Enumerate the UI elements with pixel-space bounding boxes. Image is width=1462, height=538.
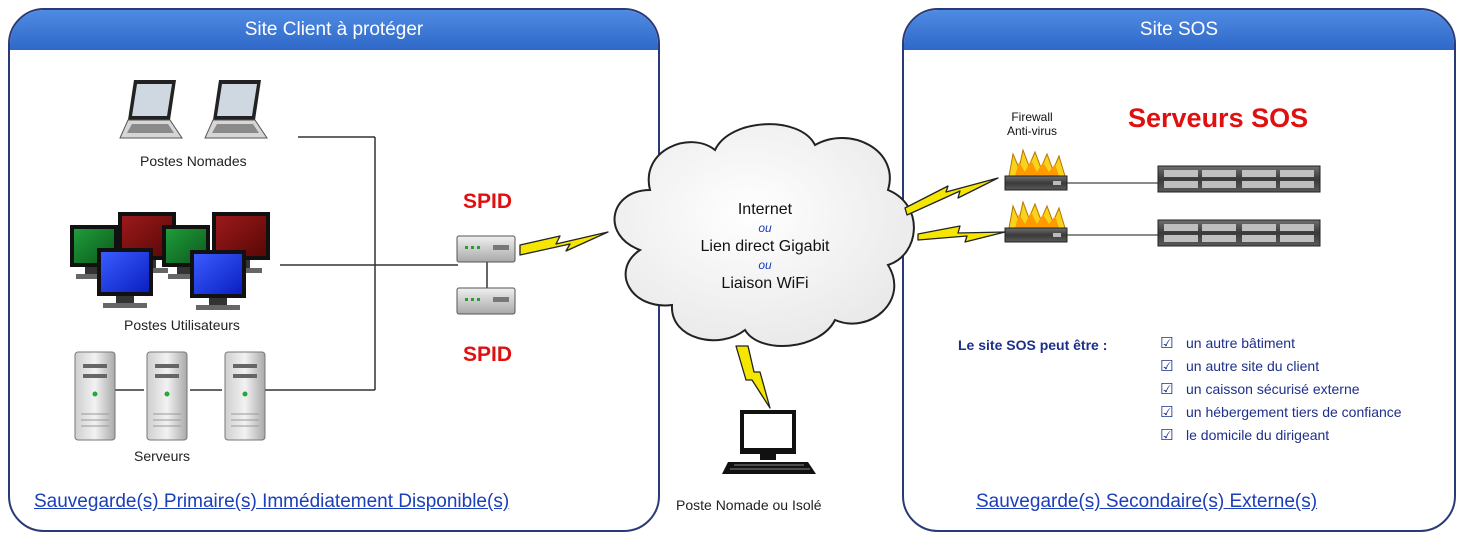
option-label: un autre site du client [1186,358,1320,374]
firewall-icon [1004,200,1068,243]
desktop-monitor-icon [97,248,153,308]
user-workstations-label: Postes Utilisateurs [124,317,240,333]
primary-backups-link[interactable]: Sauvegarde(s) Primaire(s) Immédiatement … [34,491,510,512]
lightning-bolt-icon [735,345,771,409]
antivirus-label: Anti-virus [1006,124,1057,138]
desktop-monitor-icon [190,250,246,310]
checkbox-checked-icon: ☑ [1160,404,1174,421]
sos-site-options-list: ☑ un autre bâtiment ☑ un autre site du cli… [1160,332,1402,447]
nomad-workstations-label: Postes Nomades [140,153,247,169]
network-or-1: ou [758,221,772,235]
laptop-icon [204,80,268,139]
laptop-icon [119,80,183,139]
network-or-2: ou [758,258,772,272]
sos-servers-title: Serveurs SOS [1128,103,1309,133]
checkbox-checked-icon: ☑ [1160,335,1174,352]
network-option-internet: Internet [737,201,793,218]
spid-label-top: SPID [463,190,513,213]
option-label: le domicile du dirigeant [1186,427,1330,443]
firewall-label: Firewall [1011,110,1053,124]
network-option-wifi: Liaison WiFi [721,275,809,292]
spid-appliance-icon [456,235,516,263]
isolated-workstation-icon [722,410,816,474]
list-item: ☑ un autre bâtiment [1160,332,1402,355]
checkbox-checked-icon: ☑ [1160,427,1174,444]
tower-server-icon [224,351,266,441]
client-site-title: Site Client à protéger [10,10,658,50]
firewall-icon [1004,148,1068,191]
spid-appliance-icon [456,287,516,315]
isolated-workstation-label: Poste Nomade ou Isolé [676,497,822,513]
sos-site-title: Site SOS [904,10,1454,50]
client-connection-lines [114,136,488,391]
checkbox-checked-icon: ☑ [1160,381,1174,398]
option-label: un caisson sécurisé externe [1186,381,1360,397]
rack-server-icon [1157,165,1321,193]
checkbox-checked-icon: ☑ [1160,358,1174,375]
cloud-icon [613,123,915,347]
list-item: ☑ un caisson sécurisé externe [1160,378,1402,401]
list-item: ☑ le domicile du dirigeant [1160,424,1402,447]
sos-connection-lines [1067,182,1158,236]
option-label: un hébergement tiers de confiance [1186,404,1402,420]
list-item: ☑ un autre site du client [1160,355,1402,378]
network-option-gigabit: Lien direct Gigabit [700,238,830,255]
servers-label: Serveurs [134,448,191,464]
spid-label-bottom: SPID [463,343,513,366]
sos-site-panel: Site SOS [902,8,1456,532]
list-item: ☑ un hébergement tiers de confiance [1160,401,1402,424]
rack-server-icon [1157,219,1321,247]
secondary-backups-link[interactable]: Sauvegarde(s) Secondaire(s) Externe(s) [976,491,1318,512]
lightning-bolt-icon [917,225,1006,243]
tower-server-icon [74,351,116,441]
lightning-bolt-icon [904,177,999,216]
sos-site-can-be-label: Le site SOS peut être : [958,337,1108,353]
lightning-bolt-icon [519,231,609,256]
tower-server-icon [146,351,188,441]
option-label: un autre bâtiment [1186,335,1295,351]
